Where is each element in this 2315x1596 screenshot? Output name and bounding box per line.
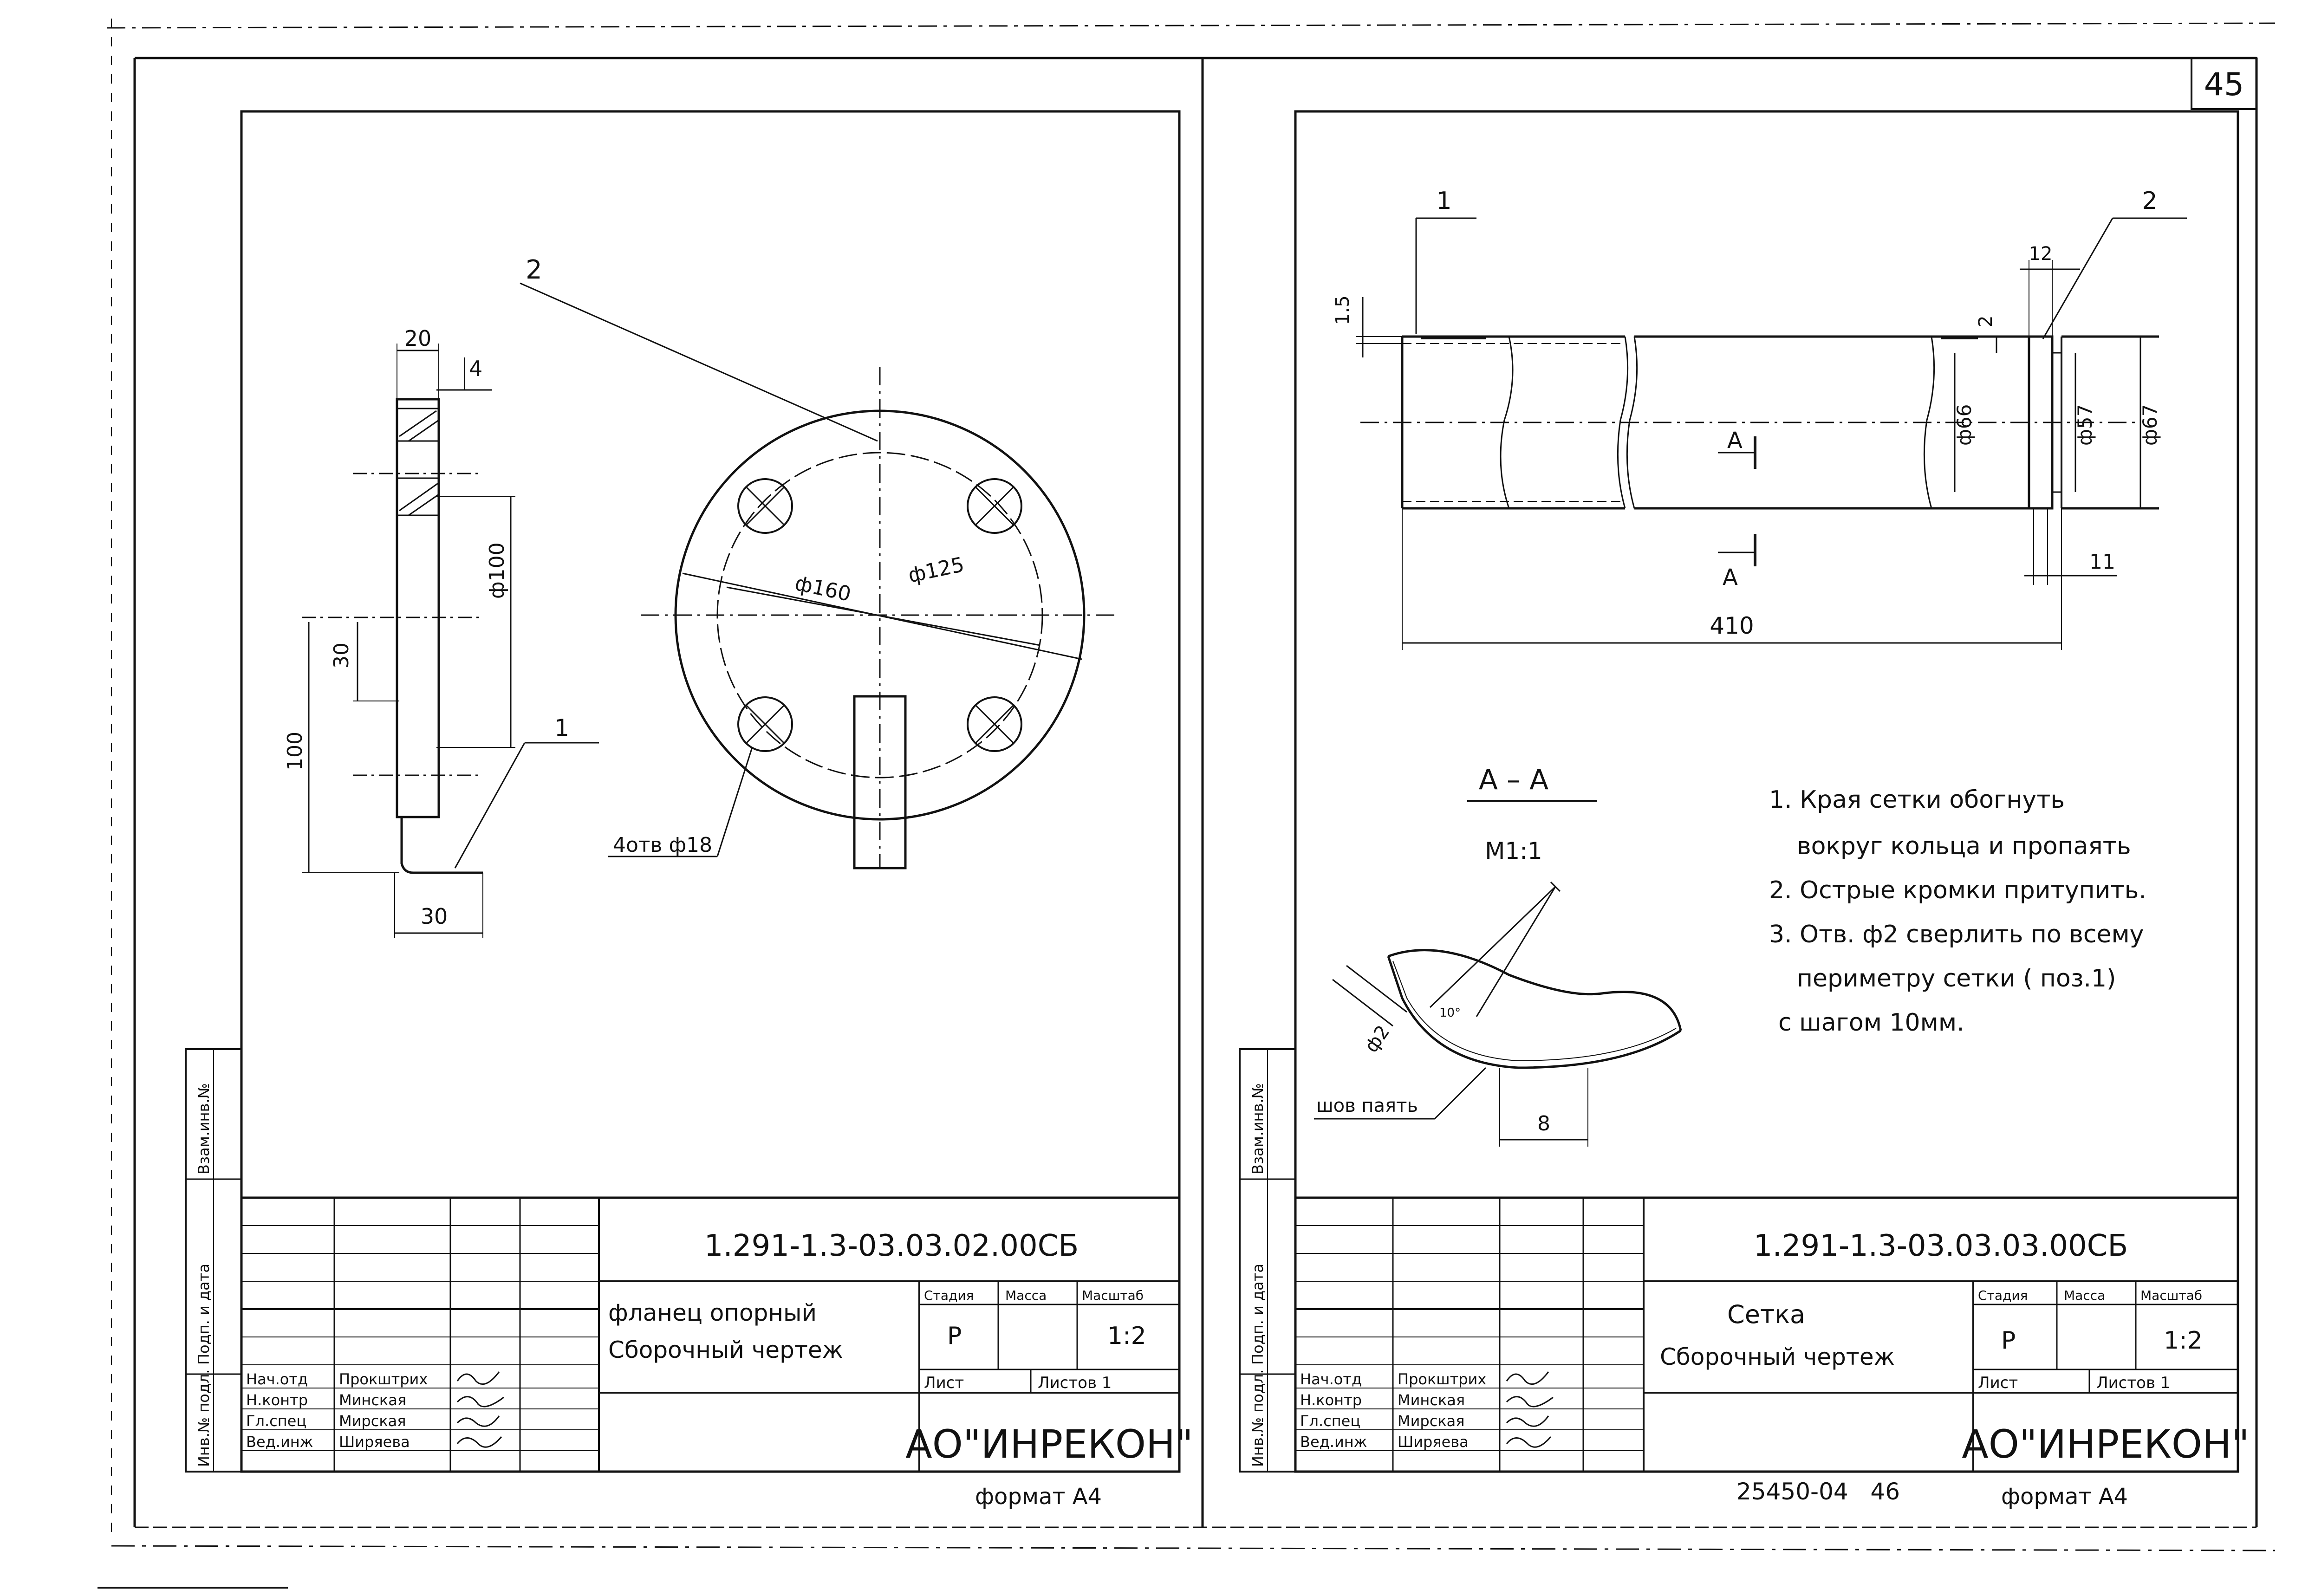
sheet-number-box: 45 bbox=[2191, 57, 2257, 110]
dim-dia100: ф100 bbox=[485, 542, 509, 599]
right-callout-2: 2 bbox=[2142, 187, 2157, 215]
outer-frame bbox=[98, 19, 2276, 1589]
left-name-1: Минская bbox=[339, 1391, 406, 1409]
section-title: А – А bbox=[1479, 764, 1548, 796]
left-mass-header: Масса bbox=[1005, 1288, 1047, 1303]
section-scale: М1:1 bbox=[1485, 837, 1542, 864]
right-stamp-sign: Подп. и дата bbox=[1249, 1264, 1267, 1365]
left-drawing-code: 1.291-1.3-03.03.02.00СБ bbox=[704, 1229, 1079, 1263]
left-callout-2: 2 bbox=[526, 255, 542, 285]
left-title-line1: фланец опорный bbox=[608, 1299, 817, 1326]
flange-front-view: ф160 ф125 2 4отв ф18 bbox=[520, 255, 1114, 869]
right-title-block: Нач.отд Н.контр Гл.спец Вед.инж Прокштри… bbox=[1294, 1196, 2250, 1473]
right-signatures bbox=[1506, 1371, 1554, 1448]
left-role-0: Нач.отд bbox=[246, 1370, 308, 1388]
dim-4: 4 bbox=[469, 356, 482, 381]
flange-side-view: 20 4 ф100 30 100 30 1 bbox=[283, 326, 599, 938]
section-angle: 10° bbox=[1439, 1006, 1461, 1020]
dim-20: 20 bbox=[404, 326, 432, 351]
holes-label: 4отв ф18 bbox=[613, 833, 712, 857]
left-side-stamp: Инв.№ подл. Подп. и дата Взам.инв.№ bbox=[185, 1048, 242, 1473]
dim-30-vertical: 30 bbox=[330, 642, 353, 668]
left-name-3: Ширяева bbox=[339, 1433, 410, 1451]
right-drawing-code: 1.291-1.3-03.03.03.00СБ bbox=[1754, 1229, 2128, 1263]
dim-2: 2 bbox=[1975, 316, 1996, 327]
left-name-0: Прокштрих bbox=[339, 1370, 428, 1388]
dim-30-horizontal: 30 bbox=[421, 904, 448, 929]
right-name-3: Ширяева bbox=[1398, 1433, 1469, 1451]
left-stamp-inv: Инв.№ подл. bbox=[195, 1369, 213, 1467]
sheet-number: 45 bbox=[2204, 66, 2244, 103]
left-stamp-sign: Подп. и дата bbox=[195, 1264, 213, 1365]
right-name-2: Мирская bbox=[1398, 1412, 1465, 1430]
cut-marker-a-top: А bbox=[1727, 428, 1743, 454]
right-role-0: Нач.отд bbox=[1300, 1370, 1362, 1388]
right-scale: 1:2 bbox=[2164, 1327, 2203, 1355]
right-role-2: Гл.спец bbox=[1300, 1412, 1360, 1430]
technical-notes: 1. Края сетки обогнуть вокруг кольца и п… bbox=[1769, 786, 2146, 1037]
mesh-tube-view: 1.5 12 2 ф66 ф57 ф67 11 410 А bbox=[1332, 187, 2187, 650]
right-stamp-inv: Инв.№ подл. bbox=[1249, 1369, 1267, 1467]
left-sheets-header: Листов 1 bbox=[1038, 1374, 1112, 1392]
right-name-1: Минская bbox=[1398, 1391, 1465, 1409]
right-role-1: Н.контр bbox=[1300, 1391, 1362, 1409]
left-title-block: Нач.отд Н.контр Гл.спец Вед.инж Прокштри… bbox=[240, 1196, 1193, 1473]
dim-dia57: ф57 bbox=[2074, 404, 2096, 446]
dim-100-vertical: 100 bbox=[283, 732, 307, 771]
right-mass-header: Масса bbox=[2064, 1288, 2105, 1303]
left-role-3: Вед.инж bbox=[246, 1433, 313, 1451]
note-line-4: периметру сетки ( поз.1) bbox=[1797, 965, 2116, 993]
dim-410: 410 bbox=[1710, 612, 1754, 639]
left-signatures bbox=[456, 1371, 504, 1448]
right-title-line2: Сборочный чертеж bbox=[1660, 1343, 1895, 1370]
section-a-a: А – А М1:1 10° ф2 8 шов паять bbox=[1314, 764, 1682, 1147]
dim-12: 12 bbox=[2029, 243, 2053, 265]
left-format: формат А4 bbox=[975, 1484, 1102, 1510]
left-drawing: Инв.№ подл. Подп. и дата Взам.инв.№ 20 4 bbox=[185, 110, 1193, 1510]
dim-1.5: 1.5 bbox=[1332, 295, 1353, 325]
right-drawing: Инв.№ подл. Подп. и дата Взам.инв.№ bbox=[1239, 110, 2250, 1510]
right-sheet-header: Лист bbox=[1978, 1374, 2018, 1392]
right-role-3: Вед.инж bbox=[1300, 1433, 1367, 1451]
right-name-0: Прокштрих bbox=[1398, 1370, 1486, 1388]
right-title-line1: Сетка bbox=[1727, 1300, 1805, 1329]
note-line-3: 3. Отв. ф2 сверлить по всему bbox=[1769, 921, 2144, 948]
right-stage: Р bbox=[2001, 1327, 2016, 1355]
note-line-1: вокруг кольца и пропаять bbox=[1797, 832, 2131, 860]
cut-marker-a-bottom: А bbox=[1723, 564, 1738, 590]
right-stage-header: Стадия bbox=[1978, 1288, 2028, 1303]
note-line-2: 2. Острые кромки притупить. bbox=[1769, 876, 2146, 904]
section-hole-dim: ф2 bbox=[1361, 1021, 1394, 1056]
left-scale: 1:2 bbox=[1107, 1322, 1146, 1350]
right-company: АО"ИНРЕКОН" bbox=[1962, 1421, 2250, 1467]
right-format: формат А4 bbox=[2001, 1484, 2128, 1510]
right-stamp-swap: Взам.инв.№ bbox=[1249, 1083, 1267, 1174]
right-callout-1: 1 bbox=[1436, 187, 1451, 215]
note-line-0: 1. Края сетки обогнуть bbox=[1769, 786, 2065, 814]
left-role-2: Гл.спец bbox=[246, 1412, 306, 1430]
dim-dia66: ф66 bbox=[1953, 404, 1976, 446]
left-stamp-swap: Взам.инв.№ bbox=[195, 1083, 213, 1174]
right-sheets-header: Листов 1 bbox=[2096, 1374, 2170, 1392]
left-company: АО"ИНРЕКОН" bbox=[905, 1421, 1193, 1467]
right-scale-header: Масштаб bbox=[2140, 1288, 2202, 1303]
section-dim-8: 8 bbox=[1537, 1112, 1550, 1135]
left-stage: Р bbox=[947, 1322, 962, 1350]
dim-11: 11 bbox=[2089, 550, 2115, 574]
left-callout-1: 1 bbox=[554, 714, 569, 741]
left-title-line2: Сборочный чертеж bbox=[608, 1336, 843, 1363]
dim-dia125: ф125 bbox=[906, 553, 967, 588]
left-role-1: Н.контр bbox=[246, 1391, 308, 1409]
left-name-2: Мирская bbox=[339, 1412, 406, 1430]
archive-number: 25450-04 46 bbox=[1736, 1478, 1900, 1505]
right-side-stamp: Инв.№ подл. Подп. и дата Взам.инв.№ bbox=[1239, 1048, 1296, 1473]
dim-dia67: ф67 bbox=[2139, 404, 2161, 446]
note-line-5: с шагом 10мм. bbox=[1778, 1009, 1964, 1037]
left-scale-header: Масштаб bbox=[1082, 1288, 1144, 1303]
weld-label: шов паять bbox=[1316, 1095, 1418, 1116]
left-sheet-header: Лист bbox=[924, 1374, 964, 1392]
left-stage-header: Стадия bbox=[924, 1288, 974, 1303]
